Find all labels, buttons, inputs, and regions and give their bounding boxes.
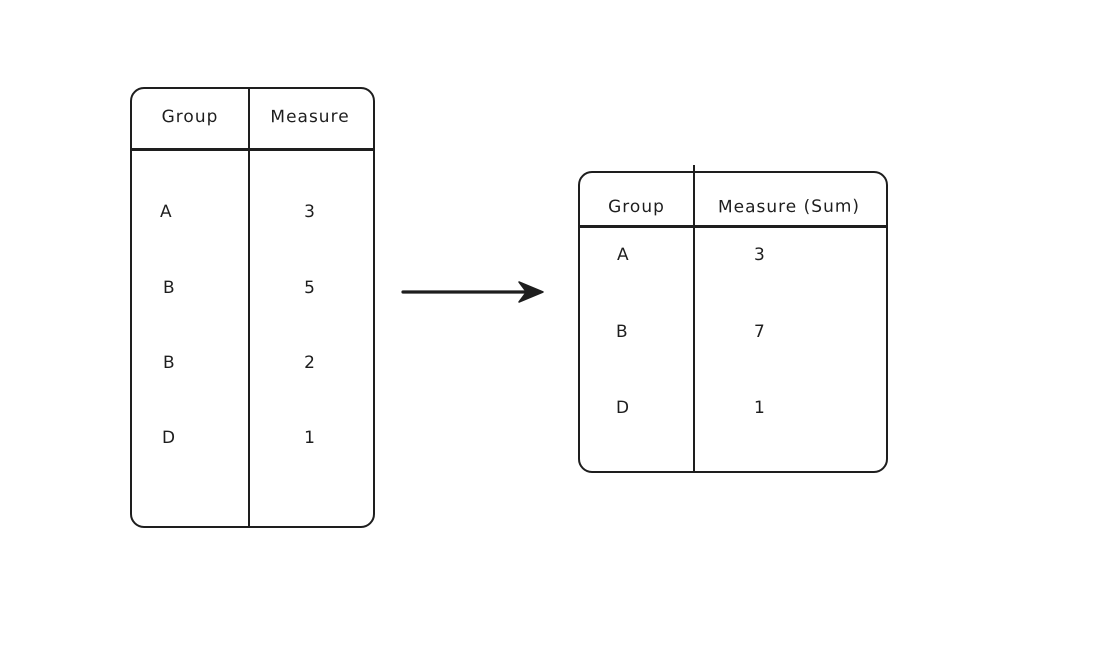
source-table-cell-group: B [162,352,176,374]
aggregated-table: Group Measure (Sum) A 3 B 7 D 1 [578,165,888,473]
source-table-cell-group: B [162,277,176,299]
source-table-header-measure: Measure [270,106,350,128]
aggregated-table-cell-group: B [615,321,629,343]
aggregated-table-cell-group: D [615,397,631,419]
source-table-column-divider [247,89,250,526]
aggregated-table-cell-measure: 3 [753,244,766,266]
source-table-header-divider [132,148,373,151]
source-table-cell-measure: 1 [304,427,316,449]
source-table-header-group: Group [161,106,219,128]
source-table-cell-measure: 2 [304,352,316,374]
source-table: Group Measure A 3 B 5 B 2 D 1 [130,87,375,528]
aggregated-table-cell-group: A [616,244,630,266]
aggregated-table-column-divider [692,165,695,471]
aggregated-table-header-measure: Measure (Sum) [717,196,861,218]
aggregated-table-header-divider [580,225,886,228]
source-table-cell-measure: 3 [304,201,316,223]
aggregated-table-cell-measure: 7 [753,321,766,343]
aggregated-table-cell-measure: 1 [753,397,766,419]
source-table-cell-group: A [159,201,173,223]
source-table-cell-measure: 5 [304,277,316,299]
transform-arrow-icon [401,281,544,303]
source-table-cell-group: D [161,427,177,449]
aggregated-table-header-group: Group [608,196,665,218]
